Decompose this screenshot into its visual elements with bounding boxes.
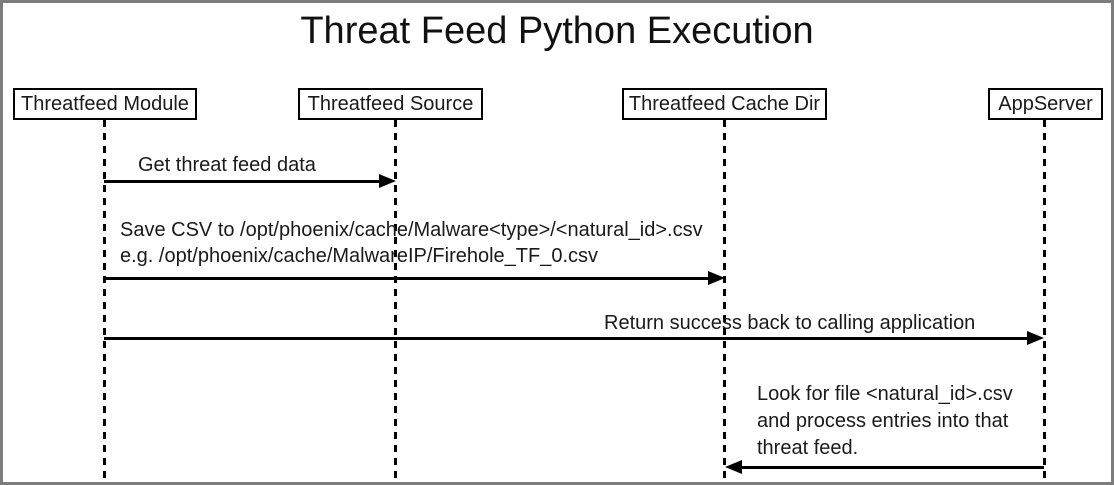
participant-box-appserver: AppServer	[988, 88, 1103, 120]
message-1-arrowhead-right-icon	[379, 174, 396, 188]
participant-box-threatfeed-cache-dir: Threatfeed Cache Dir	[622, 88, 827, 120]
lifeline-appserver	[1043, 120, 1046, 481]
participant-label: Threatfeed Source	[307, 92, 474, 115]
lifeline-threatfeed-module	[103, 120, 106, 481]
message-2-arrowhead-right-icon	[708, 271, 725, 285]
message-3-label: Return success back to calling applicati…	[604, 312, 976, 334]
message-1-label: Get threat feed data	[138, 154, 316, 176]
message-2-line	[104, 277, 710, 280]
message-3-line	[104, 337, 1029, 340]
participant-label: Threatfeed Module	[21, 92, 189, 115]
lifeline-threatfeed-cache-dir	[723, 120, 726, 481]
message-4-line	[740, 466, 1044, 469]
participant-label: Threatfeed Cache Dir	[628, 92, 821, 115]
participant-box-threatfeed-module: Threatfeed Module	[13, 88, 197, 120]
message-4-arrowhead-left-icon	[725, 460, 742, 474]
lifeline-threatfeed-source	[394, 120, 397, 481]
message-1-line	[104, 180, 381, 183]
message-3-arrowhead-right-icon	[1027, 331, 1044, 345]
participant-box-threatfeed-source: Threatfeed Source	[298, 88, 483, 120]
diagram-title: Threat Feed Python Execution	[300, 10, 814, 52]
message-4-label: Look for file <natural_id>.csv and proce…	[757, 383, 1013, 459]
message-2-label: Save CSV to /opt/phoenix/cache/Malware<t…	[120, 219, 703, 267]
diagram-canvas	[3, 3, 1111, 482]
participant-label: AppServer	[998, 92, 1093, 115]
